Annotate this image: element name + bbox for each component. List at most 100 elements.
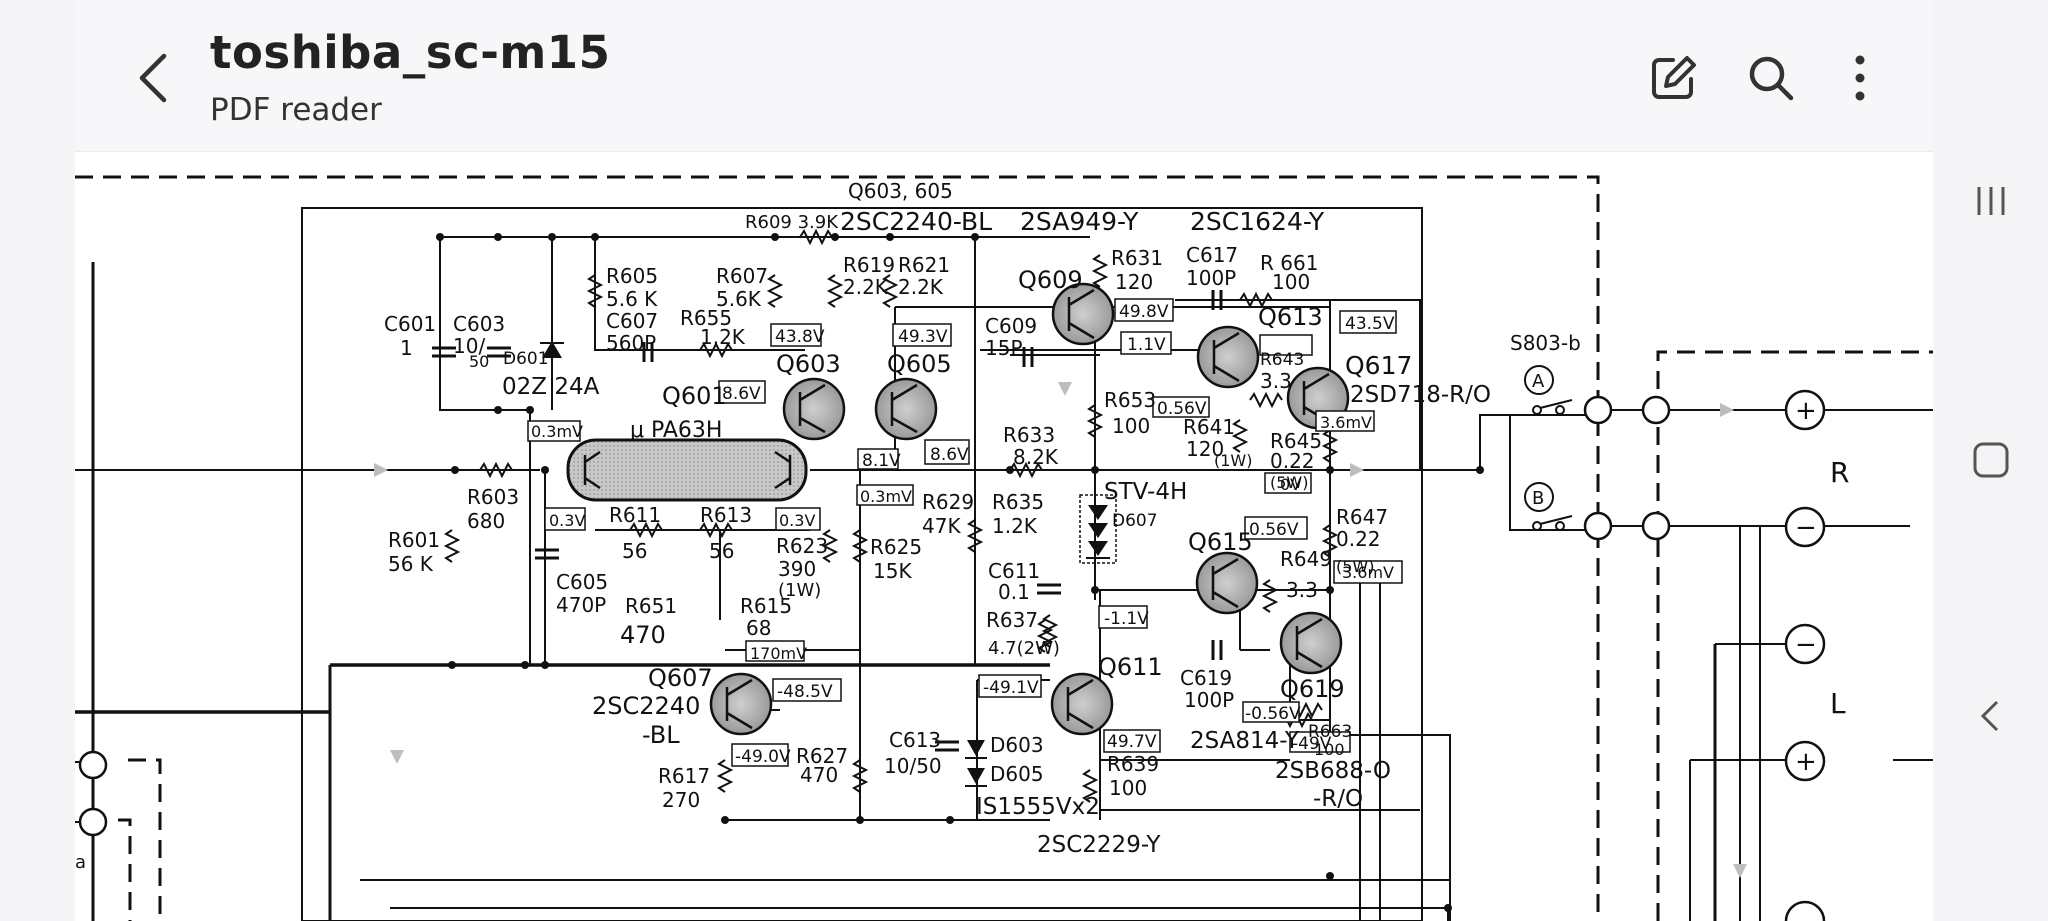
label-r641-watts: (1W) bbox=[1214, 451, 1252, 470]
label-r651: R651 bbox=[625, 594, 677, 618]
label-r621-value: 2.2K bbox=[898, 275, 944, 299]
label-r645-value: 0.22 bbox=[1270, 449, 1315, 473]
label-q619: Q619 bbox=[1280, 675, 1345, 703]
recents-button[interactable] bbox=[1963, 173, 2019, 229]
label-voltage-3-6mv: 3.6mV bbox=[1320, 413, 1372, 432]
label-d601-value: 02Z 24A bbox=[502, 374, 600, 400]
label-r641-value: 120 bbox=[1186, 437, 1224, 461]
label-q603: Q603 bbox=[776, 350, 841, 378]
label-r619: R619 bbox=[843, 253, 895, 277]
label-c603-value: 10/ bbox=[453, 334, 485, 358]
label-r607: R607 bbox=[716, 264, 768, 288]
label-c611: C611 bbox=[988, 559, 1040, 583]
voltage-boxes bbox=[527, 298, 1403, 767]
label-r613: R613 bbox=[700, 503, 752, 527]
pdf-page-view[interactable]: Q603, 605 R609 3.9K 2SC2240-BL 2SA949-Y … bbox=[75, 152, 1933, 921]
label-stv4h: STV-4H bbox=[1104, 479, 1187, 505]
label-r637-value: 4.7(2W) bbox=[988, 638, 1060, 659]
label-r621: R621 bbox=[898, 253, 950, 277]
label-r617-value: 270 bbox=[662, 788, 700, 812]
label-r603: R603 bbox=[467, 485, 519, 509]
label-q605: Q605 bbox=[887, 350, 952, 378]
label-voltage-neg-49: -49V bbox=[1292, 734, 1332, 754]
home-button[interactable] bbox=[1963, 432, 2019, 488]
search-button[interactable] bbox=[1743, 50, 1799, 106]
label-r629-value: 47K bbox=[922, 514, 961, 538]
label-c611-value: 0.1 bbox=[998, 580, 1030, 604]
label-r629: R629 bbox=[922, 490, 974, 514]
label-r643: R643 bbox=[1260, 350, 1304, 370]
label-r617: R617 bbox=[658, 764, 710, 788]
zener-diode-d601 bbox=[540, 237, 564, 410]
label-voltage-0-56c: 0.56V bbox=[1249, 520, 1299, 540]
label-r645: R645 bbox=[1270, 429, 1322, 453]
system-back-button[interactable] bbox=[1963, 688, 2019, 744]
label-2sc2229: 2SC2229-Y bbox=[1037, 832, 1161, 858]
pdf-reader-app: toshiba_sc-m15 PDF reader bbox=[75, 0, 1933, 921]
label-r641: R641 bbox=[1183, 415, 1235, 439]
label-2sa814: 2SA814-Y bbox=[1190, 728, 1300, 754]
home-icon bbox=[1973, 442, 2009, 478]
label-c613: C613 bbox=[889, 728, 941, 752]
junction-dots bbox=[436, 233, 1484, 912]
label-r643-value: 3.3 bbox=[1260, 369, 1292, 393]
label-2sa949: 2SA949-Y bbox=[1020, 207, 1139, 236]
label-r639-value: 100 bbox=[1109, 776, 1147, 800]
label-voltage-neg-49-1: -49.1V bbox=[983, 678, 1039, 698]
label-r605: R605 bbox=[606, 264, 658, 288]
label-c607: C607 bbox=[606, 309, 658, 333]
app-header: toshiba_sc-m15 PDF reader bbox=[75, 0, 1933, 152]
label-voltage-neg-49-0: -49.0V bbox=[735, 747, 791, 767]
more-options-button[interactable] bbox=[1832, 50, 1888, 106]
label-r647-value: 0.22 bbox=[1336, 527, 1381, 551]
jack-plus-r: + bbox=[1795, 396, 1817, 426]
label-voltage-8-6b: 8.6V bbox=[930, 445, 969, 465]
label-r625: R625 bbox=[870, 535, 922, 559]
label-r631-value: 120 bbox=[1115, 270, 1153, 294]
label-q609: Q609 bbox=[1018, 266, 1083, 294]
label-c603-value2: 50 bbox=[469, 352, 489, 371]
label-voltage-0-3mv: 0.3mV bbox=[531, 422, 583, 441]
label-r613-value: 56 bbox=[709, 539, 734, 563]
stv-4h-diode-stack bbox=[1079, 494, 1117, 564]
jack-minus-l: − bbox=[1795, 630, 1817, 660]
label-r619-value: 2.2K bbox=[843, 275, 889, 299]
label-r615-value: 68 bbox=[746, 616, 771, 640]
label-d603: D603 bbox=[990, 733, 1044, 757]
label-q615: Q615 bbox=[1188, 528, 1253, 556]
label-r661: R 661 bbox=[1260, 251, 1318, 275]
label-voltage-49-3: 49.3V bbox=[898, 327, 948, 347]
label-c619: C619 bbox=[1180, 666, 1232, 690]
back-button[interactable] bbox=[130, 48, 178, 108]
edit-button[interactable] bbox=[1645, 50, 1701, 106]
label-r601: R601 bbox=[388, 528, 440, 552]
chevron-left-icon bbox=[139, 53, 167, 103]
label-r631: R631 bbox=[1111, 246, 1163, 270]
label-voltage-0-3b: 0.3V bbox=[779, 511, 815, 530]
label-r609: R609 3.9K bbox=[745, 212, 839, 233]
label-r649: R649 bbox=[1280, 547, 1332, 571]
jack-minus-r: − bbox=[1795, 513, 1817, 543]
label-r633-value: 8.2K bbox=[1013, 445, 1059, 469]
label-d607: D607 bbox=[1112, 511, 1158, 531]
signal-arrows bbox=[374, 382, 1747, 878]
output-jacks bbox=[1784, 389, 1826, 921]
label-voltage-170mv: 170mV bbox=[750, 644, 807, 663]
label-r623-watts: (1W) bbox=[778, 580, 821, 601]
label-r645-watts: (5W) bbox=[1270, 473, 1308, 492]
label-r623-value: 390 bbox=[778, 557, 816, 581]
label-2sb688: 2SB688-O bbox=[1275, 758, 1391, 784]
label-voltage-0-56a: 0.56V bbox=[1157, 399, 1207, 419]
label-2sc2240: 2SC2240 bbox=[592, 692, 700, 720]
dashed-frames bbox=[75, 175, 1933, 921]
label-2sc2240bl: 2SC2240-BL bbox=[840, 207, 992, 236]
transistor-leads bbox=[583, 288, 1330, 730]
rails bbox=[75, 663, 1050, 714]
label-voltage-43-8: 43.8V bbox=[775, 327, 825, 347]
label-voltage-8-1: 8.1V bbox=[862, 451, 901, 471]
label-r647: R647 bbox=[1336, 505, 1388, 529]
label-c613-value: 10/50 bbox=[884, 754, 942, 778]
label-channel-l: L bbox=[1830, 687, 1846, 720]
back-icon bbox=[1980, 700, 1999, 732]
label-r655: R655 bbox=[680, 306, 732, 330]
